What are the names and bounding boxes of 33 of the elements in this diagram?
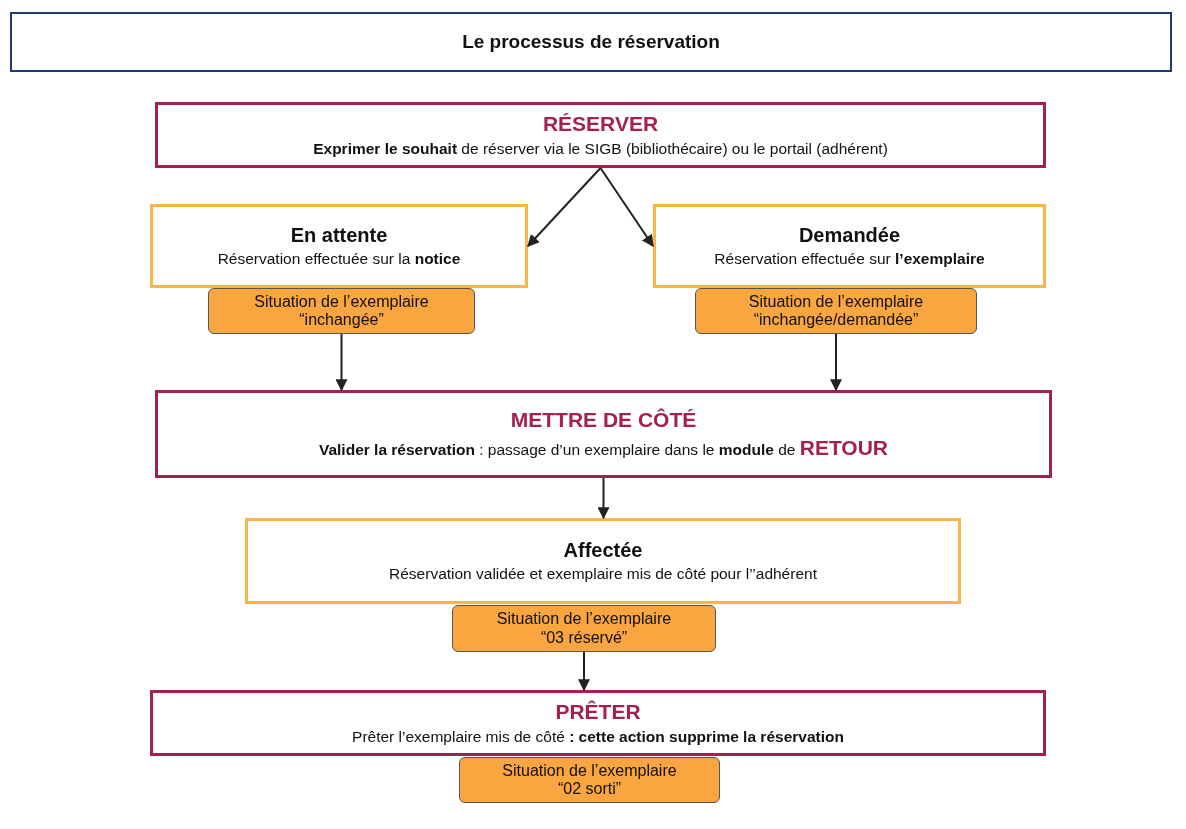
arrow — [527, 167, 602, 247]
heading: PRÊTER — [555, 700, 641, 724]
description: Valider la réservation : passage d’un exemplaire dans le module de RETOUR — [318, 436, 889, 460]
arrow — [578, 651, 590, 692]
description: Prêter l’exemplaire mis de côté : cette action supprime la réservation — [352, 728, 844, 746]
process-box — [155, 390, 1052, 478]
arrow — [599, 167, 654, 247]
heading: Affectée — [563, 539, 643, 562]
heading: METTRE DE CÔTÉ — [510, 408, 697, 432]
heading: RÉSERVER — [542, 112, 659, 136]
status-box — [459, 757, 720, 803]
arrow — [335, 333, 348, 392]
description: Réservation validée et exemplaire mis de côté pour l’’adhérent — [389, 565, 817, 583]
heading: En attente — [290, 224, 388, 247]
status-box — [208, 288, 475, 334]
description: Situation de l’exemplaire “inchangée” — [253, 292, 430, 330]
arrow — [597, 477, 610, 520]
process-box — [150, 690, 1046, 756]
description: Situation de l’exemplaire “inchangée/demandée” — [747, 292, 925, 330]
description: Réservation effectuée sur l’exemplaire — [714, 250, 985, 268]
description: Situation de l’exemplaire “03 réservé” — [495, 610, 673, 647]
description: Réservation effectuée sur la notice — [217, 250, 461, 268]
description: Situation de l’exemplaire “02 sorti” — [501, 761, 678, 799]
state-box — [653, 204, 1046, 288]
heading: Demandée — [798, 224, 901, 247]
status-box — [452, 605, 716, 652]
status-box — [695, 288, 977, 334]
arrow — [830, 333, 842, 392]
process-box — [155, 102, 1046, 168]
state-box — [150, 204, 528, 288]
state-box — [245, 518, 961, 604]
title: Le processus de réservation — [10, 12, 1172, 72]
description: Exprimer le souhait de réserver via le SIGB (bibliothécaire) ou le portail (adhérent) — [313, 140, 888, 158]
